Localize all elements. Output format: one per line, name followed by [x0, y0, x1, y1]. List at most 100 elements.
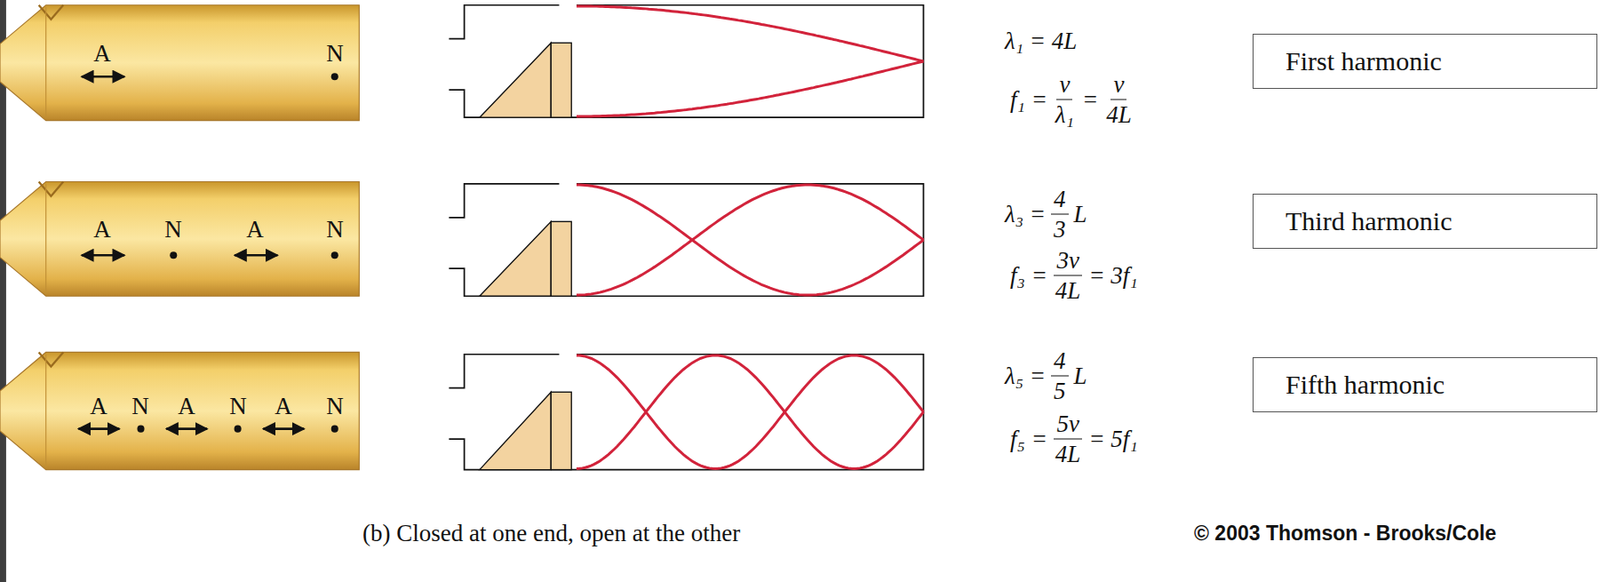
node-label: N	[326, 392, 344, 421]
formula-term: L	[1074, 362, 1088, 391]
tube-outline	[448, 5, 924, 118]
formula-term: λ₃ =	[1004, 200, 1046, 229]
fraction: vλ₁	[1052, 71, 1077, 129]
fraction-denominator: λ₁	[1052, 100, 1077, 129]
mouthpiece-wedge	[479, 391, 551, 470]
tube-drawings	[448, 5, 924, 470]
node-dot	[331, 425, 339, 433]
antinode-label: A	[177, 392, 196, 421]
mouthpiece-wedge	[479, 42, 551, 118]
fraction-denominator: 3	[1050, 214, 1069, 244]
antinode-arrow	[78, 427, 120, 430]
fraction: 5v4L	[1052, 410, 1084, 469]
node-dot	[331, 251, 339, 259]
standing-wave	[576, 184, 924, 295]
antinode-arrow	[81, 254, 125, 257]
fraction-numerator: v	[1110, 71, 1127, 101]
fraction-numerator: v	[1056, 71, 1073, 101]
harmonic-name: First harmonic	[1253, 46, 1457, 77]
node-label: N	[229, 392, 247, 421]
tube-outline	[448, 354, 924, 470]
tube-outline	[448, 183, 924, 296]
formula-term: f₅ =	[1010, 425, 1048, 454]
antinode-arrow	[81, 75, 125, 79]
standing-wave	[576, 184, 924, 295]
pipe-notch	[39, 5, 64, 20]
formula-term: λ₅ =	[1004, 362, 1046, 391]
gold-pipes	[0, 5, 359, 470]
pipe-seam	[45, 183, 47, 295]
formula-term: L	[1074, 200, 1088, 229]
mouthpiece-wedge	[479, 221, 551, 296]
formula-term: = 5f₁	[1088, 425, 1138, 454]
pipe-notch	[39, 182, 64, 197]
fraction: 3v4L	[1052, 246, 1084, 305]
antinode-label: A	[274, 392, 293, 421]
antinode-label: A	[89, 392, 108, 421]
mouthpiece-block	[550, 221, 572, 296]
node-dot	[331, 72, 339, 80]
fraction: 43	[1050, 185, 1069, 244]
fraction-numerator: 4	[1050, 185, 1069, 215]
node-label: N	[131, 392, 150, 421]
mouthpiece-block	[550, 391, 572, 470]
harmonic-box: First harmonic	[1252, 33, 1598, 89]
standing-waves	[576, 6, 924, 470]
mouthpiece-top	[448, 354, 559, 389]
pipe-notch	[39, 351, 64, 367]
node-dot	[169, 251, 177, 259]
node-label: N	[164, 215, 183, 244]
fraction: v4L	[1103, 71, 1135, 129]
gold-pipe	[0, 351, 359, 470]
standing-wave	[576, 355, 924, 470]
formula: f₁ =vλ₁=v4L	[1010, 71, 1135, 129]
gold-pipe	[0, 5, 359, 121]
mouthpiece-top	[448, 183, 559, 218]
fraction-denominator: 4L	[1052, 439, 1084, 469]
node-dot	[234, 425, 242, 433]
standing-wave	[576, 6, 924, 62]
fraction-denominator: 5	[1050, 376, 1069, 406]
antinode-arrow	[234, 254, 278, 257]
formula: λ₅ =45L	[1004, 347, 1088, 406]
antinode-arrow	[262, 427, 304, 430]
copyright-notice: © 2003 Thomson - Brooks/Cole	[1194, 521, 1497, 546]
antinode-arrow	[166, 427, 207, 430]
formula-term: λ₁ = 4L	[1004, 27, 1077, 56]
formula-term: f₃ =	[1010, 262, 1048, 290]
node-label: N	[326, 215, 344, 244]
fraction-numerator: 4	[1050, 347, 1069, 377]
pipe-seam	[45, 7, 47, 119]
fraction-denominator: 4L	[1052, 276, 1084, 305]
standing-wave	[576, 355, 924, 470]
fraction-denominator: 4L	[1103, 100, 1135, 129]
formula: λ₃ =43L	[1004, 185, 1088, 244]
pipe-seam	[45, 354, 47, 469]
formula: f₃ =3v4L= 3f₁	[1010, 246, 1139, 305]
node-label: N	[326, 39, 344, 68]
formula-term: =	[1082, 86, 1099, 114]
antinode-label: A	[246, 215, 264, 244]
formula: f₅ =5v4L= 5f₁	[1010, 410, 1139, 469]
standing-wave	[576, 61, 924, 117]
fraction-numerator: 5v	[1053, 410, 1082, 440]
node-dot	[136, 425, 144, 433]
mouthpiece-top	[448, 5, 559, 40]
mouthpiece-block	[550, 42, 572, 118]
formula-term: = 3f₁	[1088, 262, 1138, 290]
harmonic-box: Fifth harmonic	[1252, 357, 1598, 413]
antinode-label: A	[93, 215, 112, 244]
figure-caption: (b) Closed at one end, open at the other	[362, 519, 741, 548]
antinode-label: A	[93, 39, 112, 68]
gold-pipe	[0, 182, 359, 297]
harmonic-name: Fifth harmonic	[1253, 369, 1459, 400]
harmonic-name: Third harmonic	[1253, 206, 1466, 237]
formula: λ₁ = 4L	[1004, 27, 1077, 56]
harmonic-box: Third harmonic	[1252, 193, 1598, 249]
node-antinode-marks	[78, 72, 338, 432]
formula-term: f₁ =	[1010, 86, 1048, 114]
fraction: 45	[1050, 347, 1069, 406]
slide-edge	[0, 0, 7, 582]
fraction-numerator: 3v	[1053, 246, 1082, 277]
